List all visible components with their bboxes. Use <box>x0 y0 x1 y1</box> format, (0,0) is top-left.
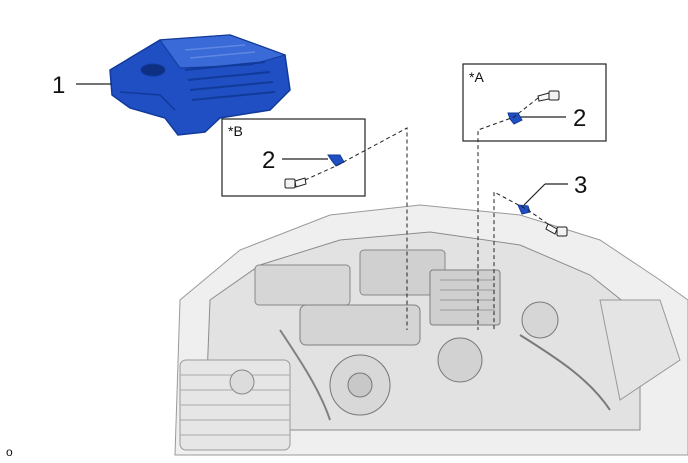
inset-a-tag: *A <box>469 69 484 85</box>
callout-1-label: 1 <box>52 72 66 99</box>
callout-2b-label: 2 <box>262 147 276 174</box>
callout-2a-label: 2 <box>573 105 587 132</box>
inset-b-tag: *B <box>228 123 243 139</box>
bolt-a-part <box>537 90 560 102</box>
part-3-dash-guide <box>493 191 549 330</box>
clip-a-part <box>507 112 523 125</box>
clip-3-part <box>517 204 531 215</box>
inset-b-dash-guide <box>304 127 408 330</box>
callout-3-leader-d <box>523 183 546 206</box>
engine-cover-part <box>109 34 291 136</box>
figure-code: o <box>6 445 13 459</box>
bolt-b-part <box>284 177 307 189</box>
inset-a-frame <box>462 63 607 142</box>
inset-a-dash-guide <box>477 97 539 330</box>
engine-bay-illustration <box>174 204 688 456</box>
callout-3-label: 3 <box>574 172 588 199</box>
bolt-3-part <box>545 223 568 237</box>
